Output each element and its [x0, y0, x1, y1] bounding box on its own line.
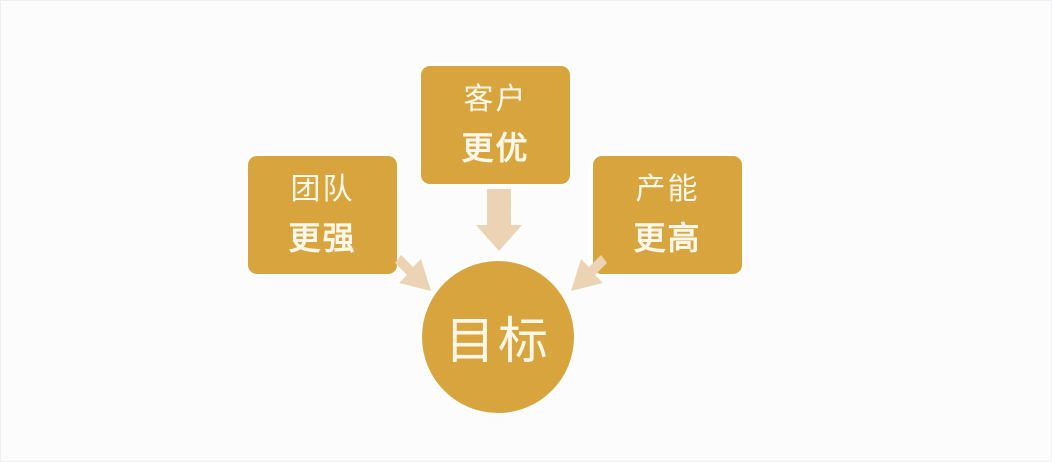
arrow-down-left-icon: [571, 255, 607, 291]
node-team-stronger: 团队 更强: [248, 156, 397, 274]
node-title: 产能: [635, 172, 700, 207]
arrow-down-right-icon: [395, 255, 431, 291]
goal-label: 目标: [445, 312, 551, 370]
node-subtitle: 更高: [633, 219, 702, 257]
node-title: 团队: [290, 172, 355, 207]
node-title: 客户: [463, 82, 528, 117]
node-subtitle: 更强: [288, 219, 357, 257]
arrow-down-icon: [476, 189, 522, 251]
node-capacity-higher: 产能 更高: [593, 156, 742, 274]
node-subtitle: 更优: [461, 129, 530, 167]
node-customer-better: 客户 更优: [421, 66, 570, 184]
node-goal: 目标: [422, 261, 574, 413]
